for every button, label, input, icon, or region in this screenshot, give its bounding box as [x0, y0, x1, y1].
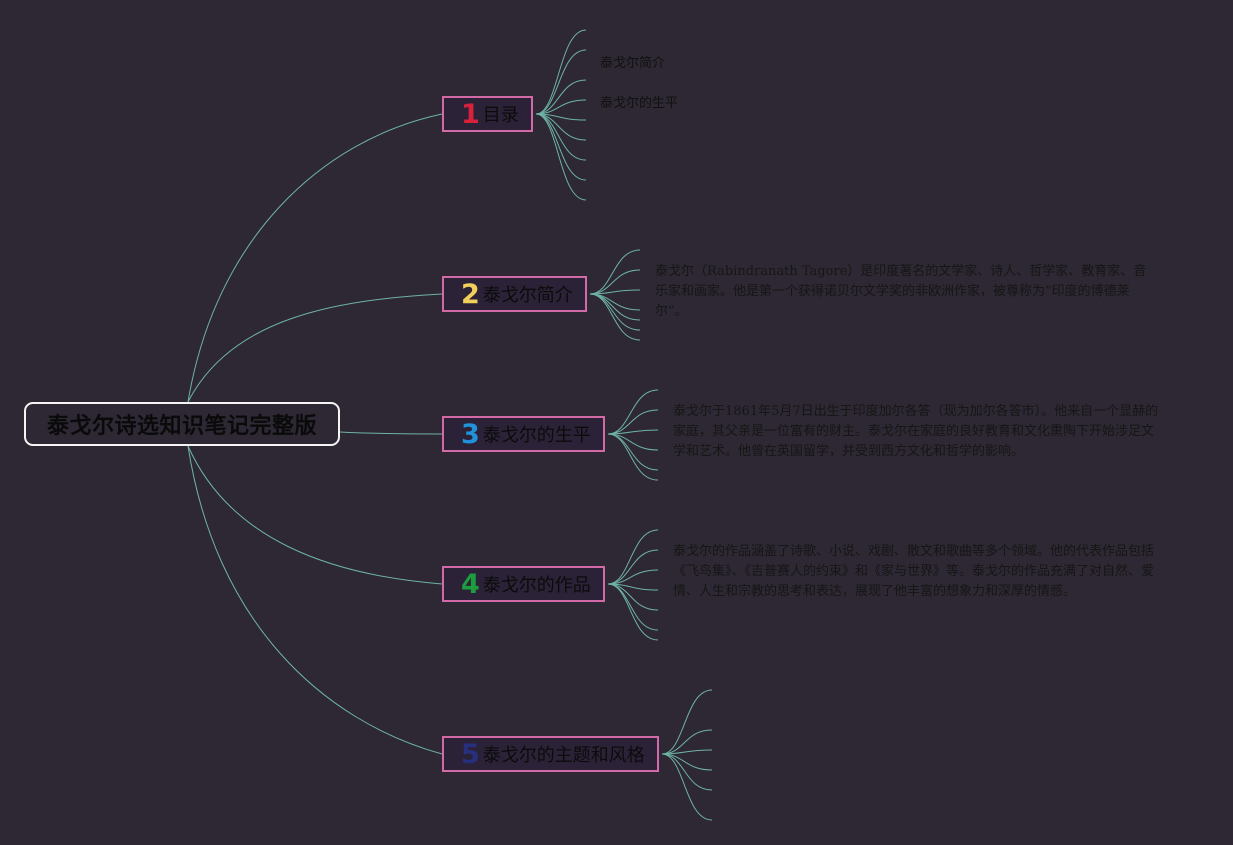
branch-topic-5-2: [661, 729, 713, 755]
branch-topic-4-1: [607, 529, 659, 585]
branch-topic-3-6: [607, 433, 659, 481]
branch-topic-4-7: [607, 583, 659, 641]
branch-topic-5-1: [661, 689, 713, 755]
topic-introduction[interactable]: 2 泰戈尔简介: [442, 276, 587, 312]
branch-topic-1-8: [535, 113, 587, 181]
branch-topic-1-2: [535, 49, 587, 115]
topic-number: 3: [461, 418, 480, 450]
branch-topic-4-3: [607, 569, 659, 585]
topic-contents[interactable]: 1 目录: [442, 96, 533, 132]
branch-topic-2-6: [589, 293, 641, 331]
branch-topic-3-1: [607, 389, 659, 435]
detail-works: 泰戈尔的作品涵盖了诗歌、小说、戏剧、散文和歌曲等多个领域。他的代表作品包括《飞鸟…: [673, 544, 1155, 599]
root-topic[interactable]: 泰戈尔诗选知识笔记完整版: [24, 402, 340, 446]
branch-topic-2-1: [589, 249, 641, 295]
connector-root-topic-1: [187, 113, 443, 403]
topic-label: 泰戈尔简介: [482, 285, 573, 306]
branch-topic-4-2: [607, 549, 659, 585]
branch-topic-1-1: [535, 29, 587, 115]
connector-root-topic-3: [339, 431, 443, 435]
branch-topic-2-2: [589, 269, 641, 295]
topic-label: 泰戈尔的生平: [482, 425, 591, 446]
toc-item-introduction[interactable]: 泰戈尔简介: [600, 56, 666, 71]
topic-label: 目录: [482, 105, 519, 126]
branch-topic-5-5: [661, 753, 713, 791]
root-title: 泰戈尔诗选知识笔记完整版: [46, 414, 317, 439]
topic-number: 1: [461, 98, 480, 130]
topic-themes-style[interactable]: 5 泰戈尔的主题和风格: [442, 736, 659, 772]
toc-item-life[interactable]: 泰戈尔的生平: [600, 96, 679, 111]
branch-topic-1-7: [535, 113, 587, 161]
branch-topic-1-4: [535, 99, 587, 115]
connector-root-topic-2: [187, 293, 443, 403]
topic-works[interactable]: 4 泰戈尔的作品: [442, 566, 605, 602]
detail-introduction: 泰戈尔（Rabindranath Tagore）是印度著名的文学家、诗人、哲学家…: [655, 264, 1147, 319]
branch-topic-2-7: [589, 293, 641, 341]
branch-topic-1-9: [535, 113, 587, 201]
topic-number: 4: [461, 568, 480, 600]
topic-number: 2: [461, 278, 480, 310]
branch-topic-3-5: [607, 433, 659, 471]
topic-label: 泰戈尔的主题和风格: [482, 745, 645, 766]
connector-root-topic-4: [187, 445, 443, 585]
branch-topic-5-6: [661, 753, 713, 821]
branch-topic-3-2: [607, 409, 659, 435]
topic-number: 5: [461, 738, 480, 770]
detail-life: 泰戈尔于1861年5月7日出生于印度加尔各答（现为加尔各答市）。他来自一个显赫的…: [673, 404, 1159, 459]
branch-topic-2-5: [589, 293, 641, 321]
topic-label: 泰戈尔的作品: [482, 575, 591, 596]
branch-topic-4-6: [607, 583, 659, 631]
branch-topic-1-3: [535, 79, 587, 115]
connector-root-topic-5: [187, 445, 443, 755]
topic-life[interactable]: 3 泰戈尔的生平: [442, 416, 605, 452]
